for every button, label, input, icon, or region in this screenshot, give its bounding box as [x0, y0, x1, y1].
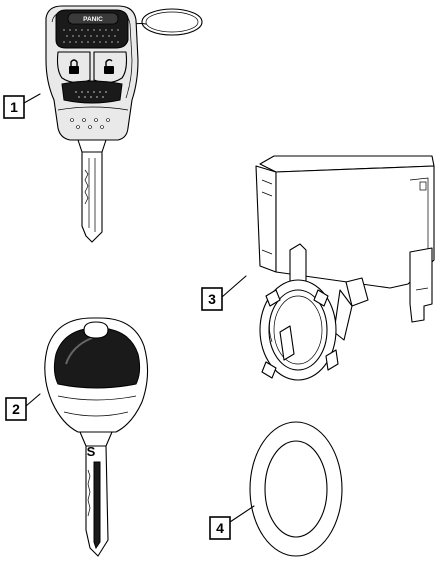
panic-button-label: PANIC: [83, 16, 103, 23]
callout-3: 3: [201, 275, 247, 311]
unlock-icon: [104, 59, 114, 74]
key-ring-hole: [83, 321, 109, 339]
key-ring: [141, 8, 203, 36]
lock-icon: [69, 59, 79, 74]
callout-1: 1: [3, 93, 41, 119]
callout-4: 4: [209, 505, 255, 540]
svg-text:2: 2: [12, 401, 20, 417]
svg-text:1: 1: [10, 99, 18, 115]
svg-text:3: 3: [208, 291, 216, 307]
liftgate-button: [61, 80, 123, 104]
immobilizer-module: [255, 155, 435, 381]
transponder-key: S: [44, 317, 149, 557]
callout-2: 2: [5, 393, 41, 421]
remote-key-fob: PANIC: [45, 5, 203, 243]
seal-ring: [249, 421, 343, 557]
svg-text:4: 4: [216, 520, 224, 536]
fob-key-blade: [81, 151, 103, 243]
key-stamp-letter: S: [87, 444, 96, 459]
panic-button: [67, 12, 119, 25]
